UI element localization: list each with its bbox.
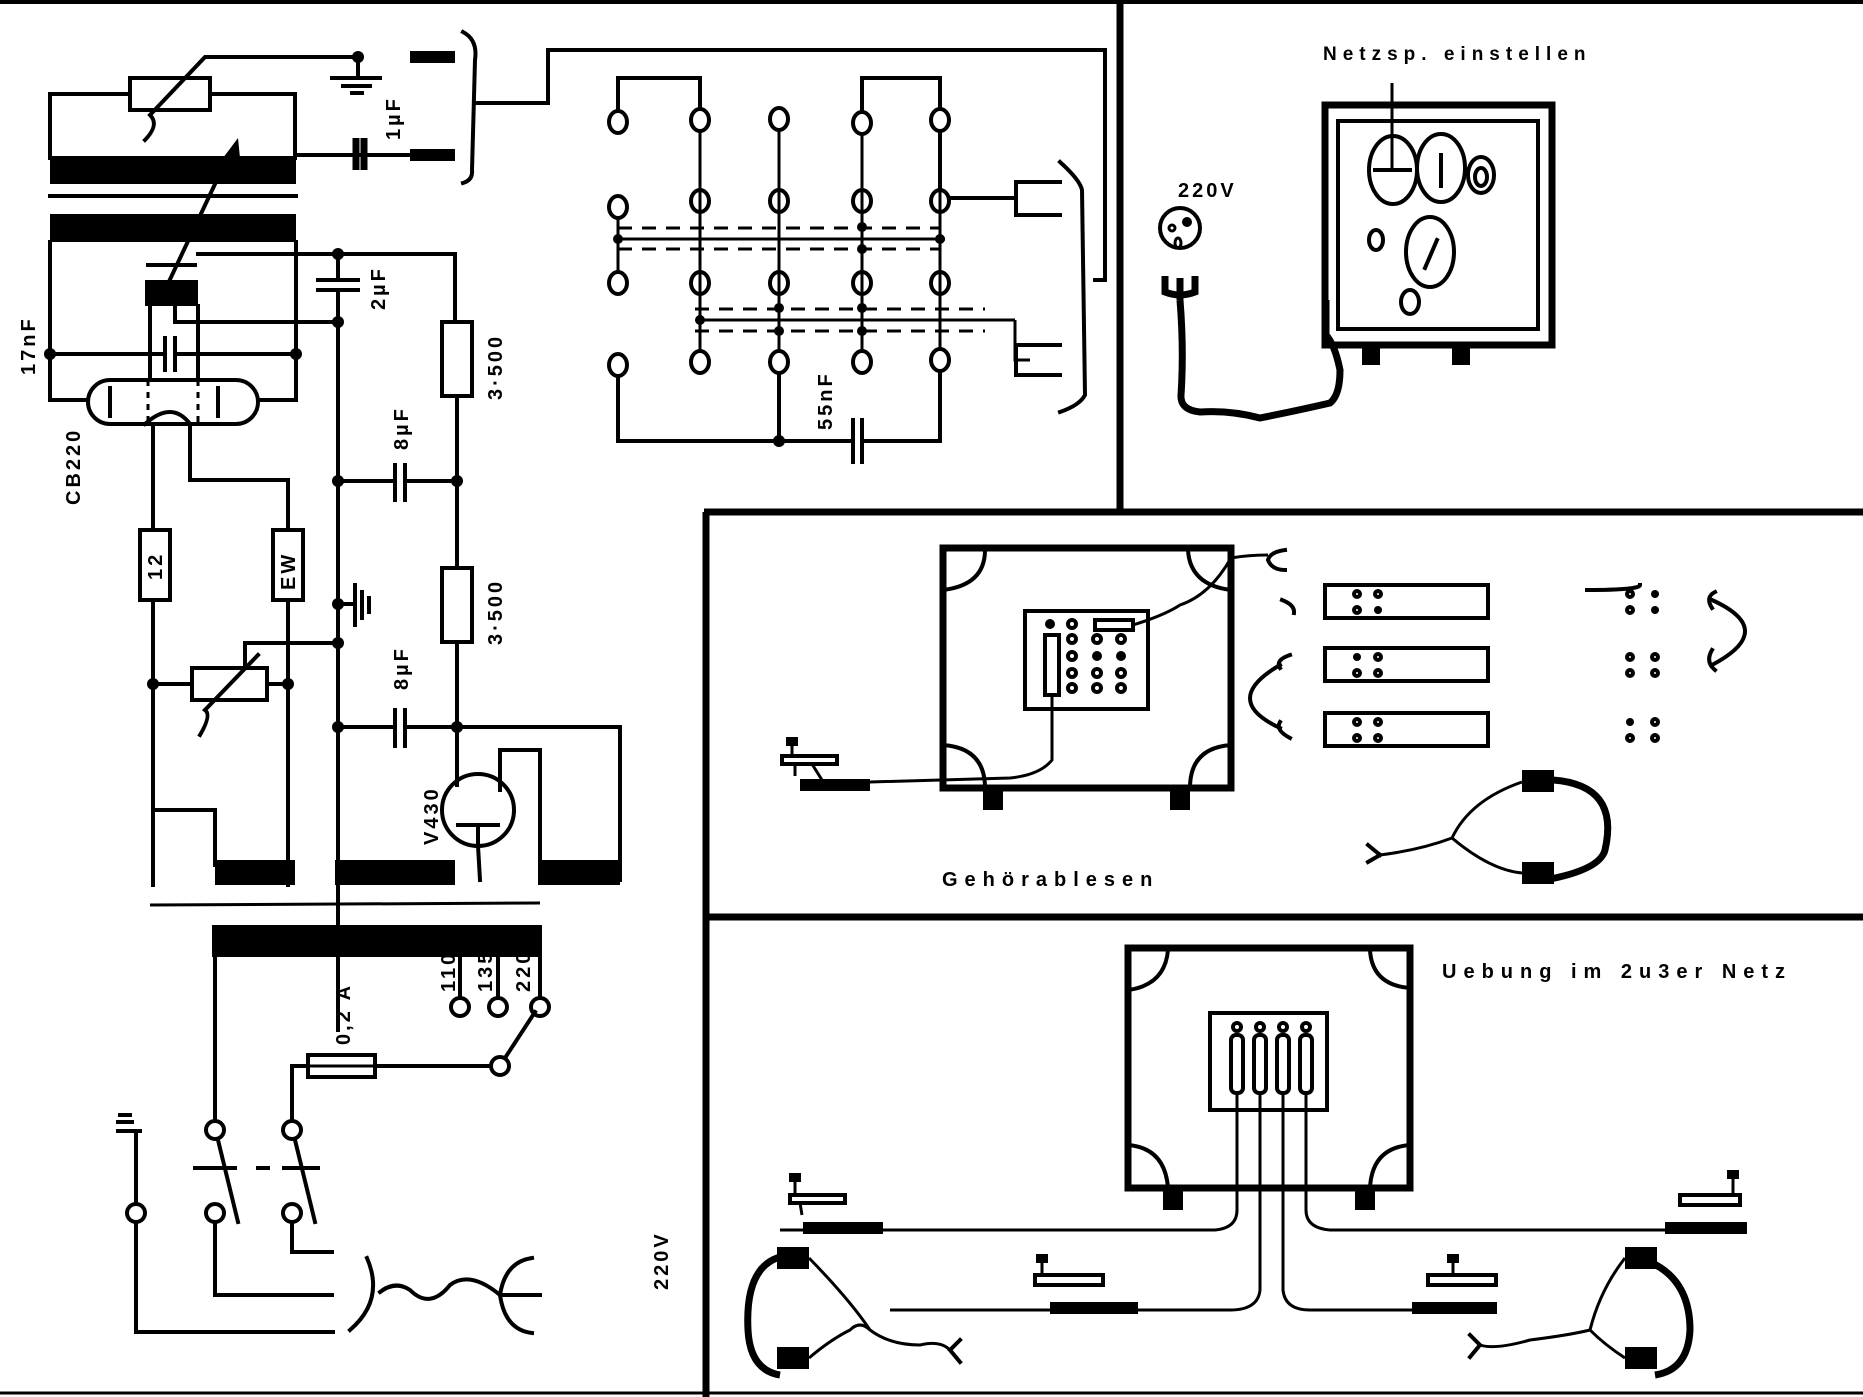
label-mains-220v: 220V xyxy=(651,1231,673,1290)
selector-terminal xyxy=(489,1055,511,1077)
panel-hearing-reading: Gehörablesen xyxy=(780,544,1747,891)
switch-terminal-2a xyxy=(281,1119,303,1141)
circuit-strip-1 xyxy=(1323,583,1490,620)
jack-panel xyxy=(1023,609,1150,711)
tap-135-terminal xyxy=(487,996,509,1018)
jack-field: 55nF xyxy=(607,76,1088,464)
headset-right xyxy=(1467,1247,1694,1379)
plug-board xyxy=(1208,1011,1329,1112)
circuit-schematic: 1µF CB220 17nF 2µF 3·500 xyxy=(18,29,1107,1336)
schematic-divider xyxy=(149,901,541,907)
switch-terminal-1a xyxy=(204,1119,226,1141)
label-tap-110: 110 xyxy=(438,951,460,992)
label-8uf-top: 8µF xyxy=(391,406,413,450)
label-cb220: CB220 xyxy=(63,428,85,505)
variable-resistor-wiper xyxy=(142,55,362,143)
caption-hearing-reading: Gehörablesen xyxy=(942,869,1159,891)
morse-key-center-left xyxy=(1033,1254,1138,1314)
label-1uf: 1µF xyxy=(383,96,405,140)
label-8uf-bottom: 8µF xyxy=(391,646,413,690)
device-chassis xyxy=(1321,101,1556,349)
label-55nf: 55nF xyxy=(815,371,837,430)
morse-key-icon xyxy=(780,737,870,791)
morse-key-right xyxy=(1665,1170,1747,1234)
tap-110-terminal xyxy=(449,996,471,1018)
morse-key-center-right xyxy=(1412,1254,1498,1314)
label-3500-top: 3·500 xyxy=(485,334,507,400)
transformer-winding-2 xyxy=(50,214,296,242)
label-2uf: 2µF xyxy=(368,266,390,310)
label-tap-135: 135 xyxy=(475,950,497,992)
label-socket-220v: 220V xyxy=(1178,180,1237,202)
caption-network-practice: Uebung im 2u3er Netz xyxy=(1442,961,1792,983)
resistor-3500-top xyxy=(440,320,474,398)
tube-cb220 xyxy=(86,378,260,426)
plug-board-plugs xyxy=(1229,1021,1314,1095)
exchange-chassis xyxy=(1124,944,1414,1192)
label-tap-220: 220 xyxy=(513,950,535,992)
switch-terminal-2b xyxy=(281,1202,303,1224)
label-fuse: 0,2 A xyxy=(333,983,355,1045)
label-3500-bottom: 3·500 xyxy=(485,579,507,645)
strip-sockets xyxy=(1352,589,1660,743)
circuit-strip-3 xyxy=(1323,711,1490,748)
label-12: 12 xyxy=(145,552,167,580)
headphones-icon xyxy=(1544,776,1612,884)
circuit-strip-2 xyxy=(1323,646,1490,683)
panel-network-practice: Uebung im 2u3er Netz xyxy=(744,944,1792,1379)
jack-panel-sockets xyxy=(1045,618,1127,694)
tube-grid-block xyxy=(145,280,198,306)
label-v430: V430 xyxy=(421,786,443,845)
label-ew: EW xyxy=(278,552,300,590)
headset-left xyxy=(744,1247,963,1379)
receiver-chassis xyxy=(939,544,1235,792)
mains-transformer xyxy=(212,925,542,957)
caption-mains-setup: Netzsp. einstellen xyxy=(1323,44,1592,65)
resistor-3500-bottom xyxy=(440,566,474,644)
panel-mains-setup: Netzsp. einstellen 220V xyxy=(1158,44,1592,422)
earth-terminal xyxy=(125,1202,147,1224)
switch-terminal-1b xyxy=(204,1202,226,1224)
morse-key-left xyxy=(788,1173,883,1234)
label-17nf: 17nF xyxy=(18,316,40,375)
transformer-winding-1 xyxy=(50,156,296,184)
